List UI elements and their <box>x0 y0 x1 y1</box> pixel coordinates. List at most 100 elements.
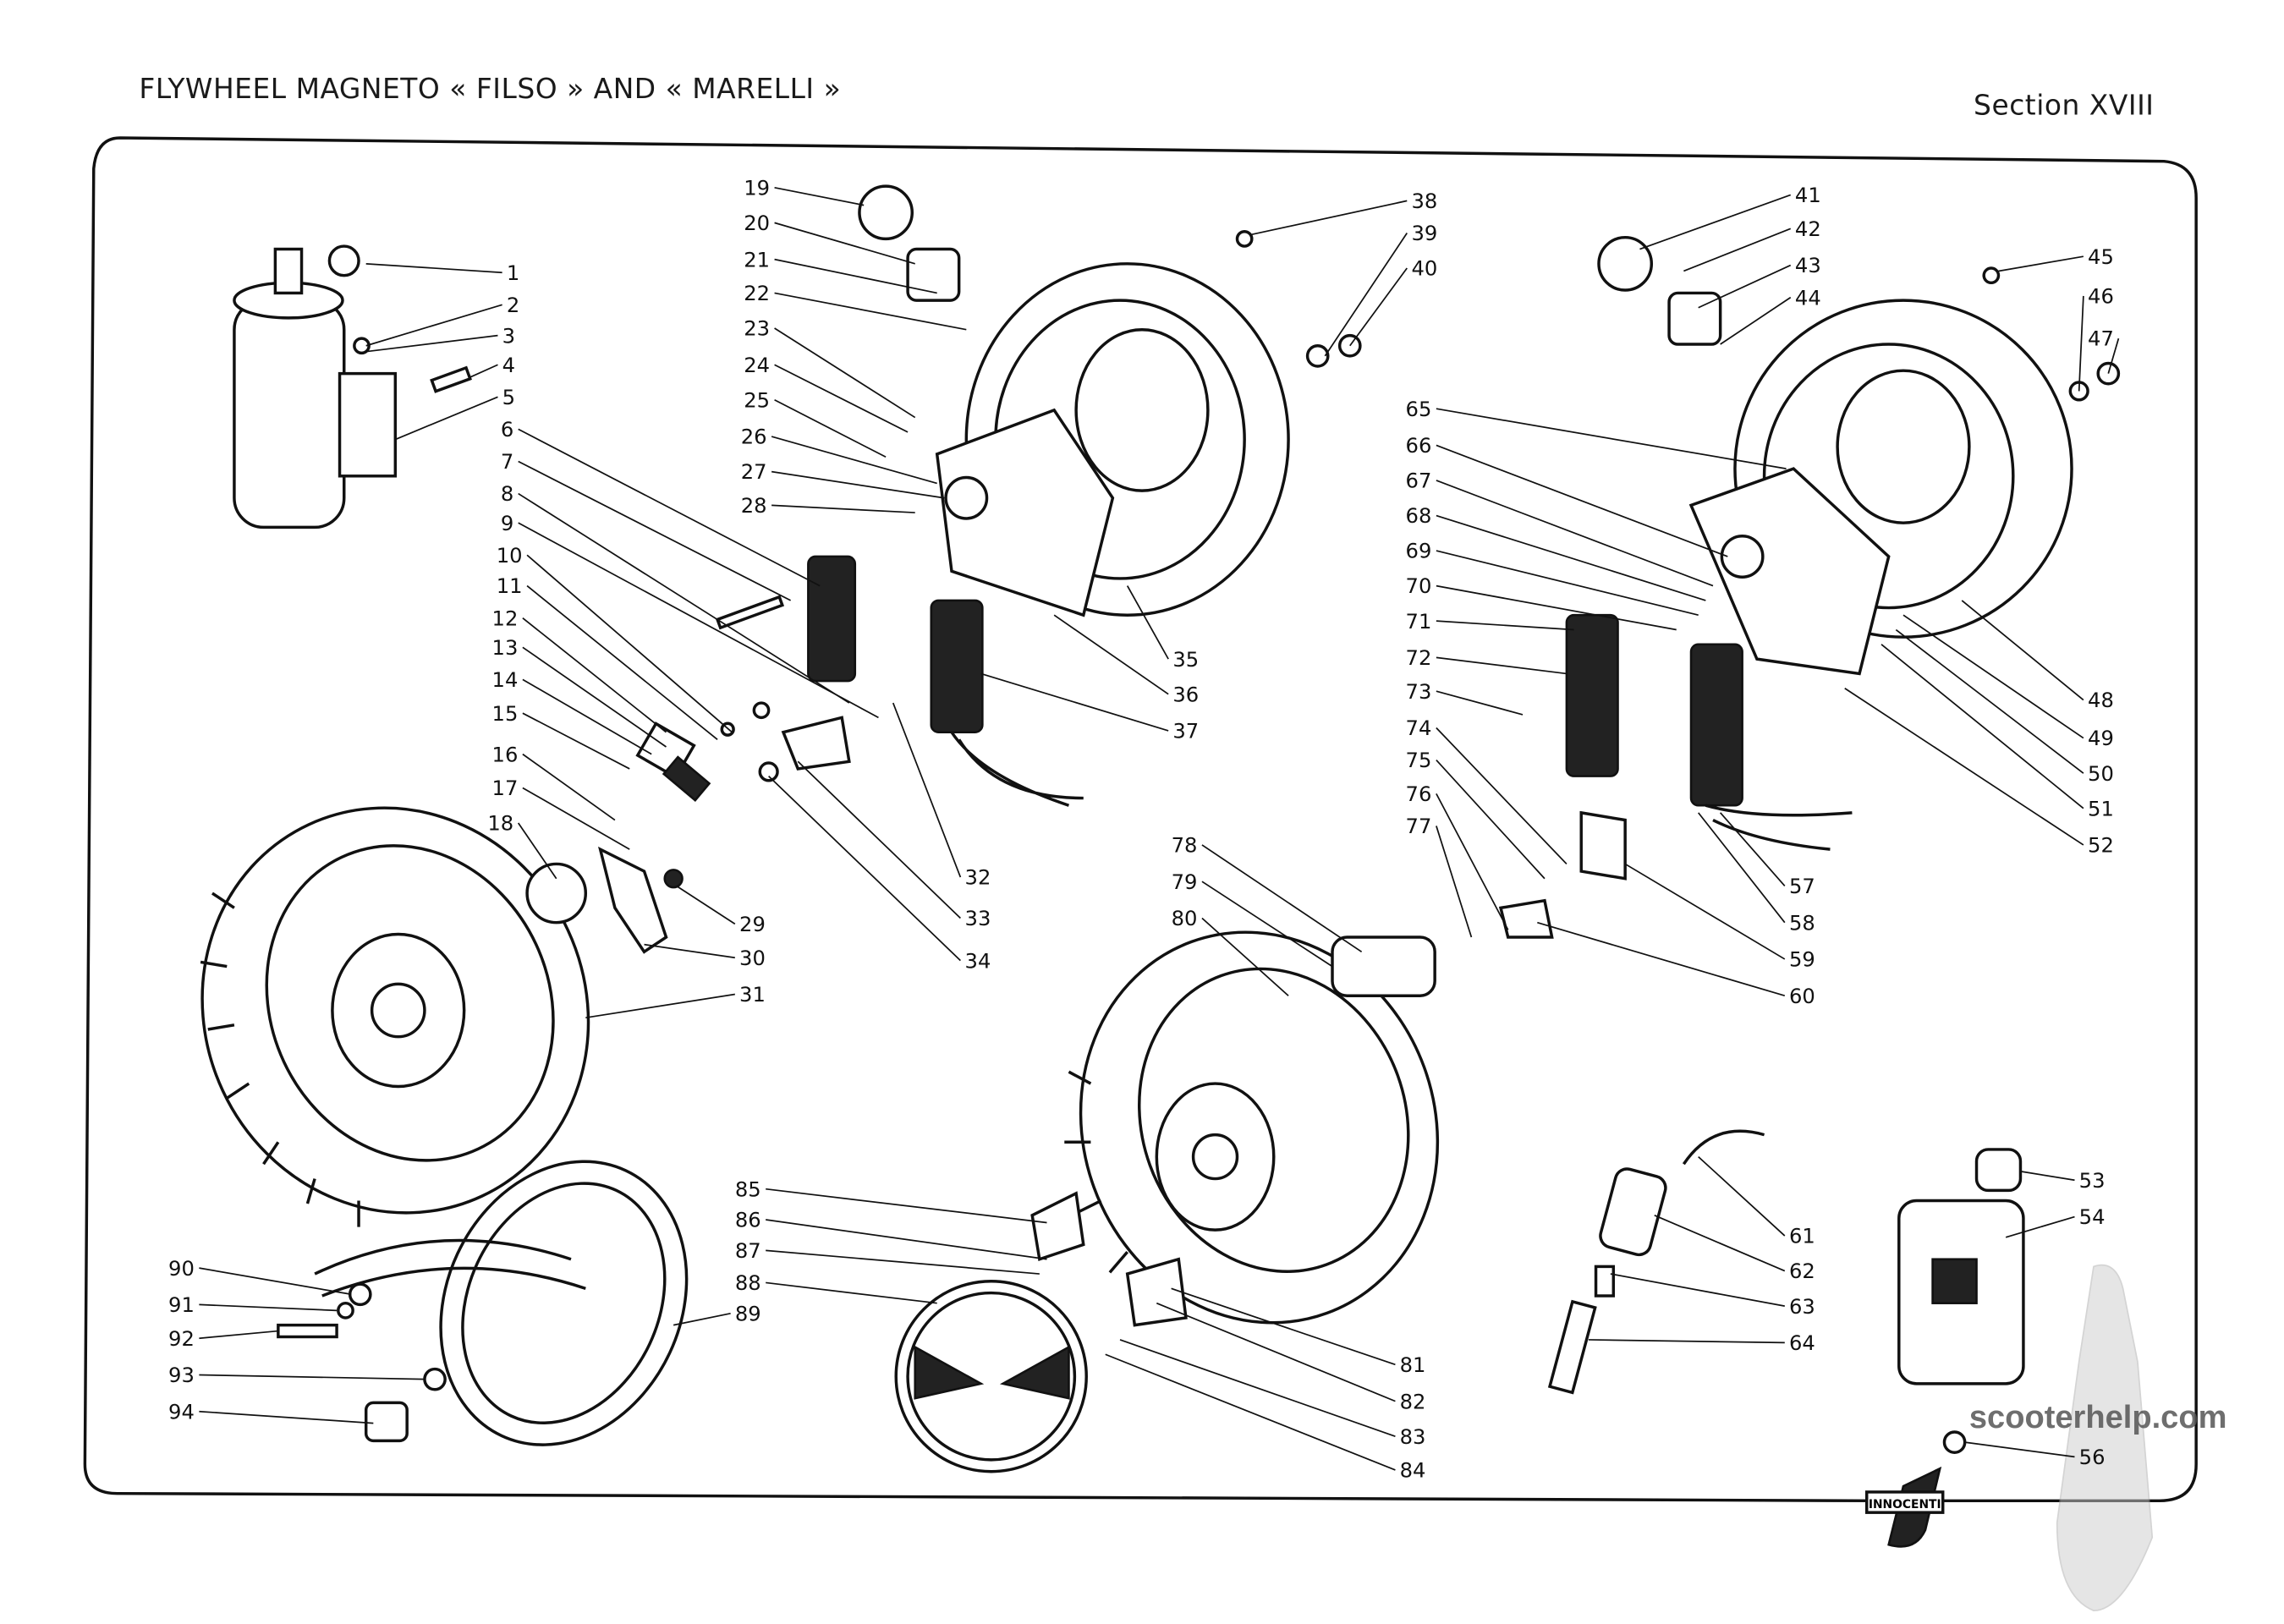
part-label-53: 53 <box>2079 1169 2106 1193</box>
part-label-6: 6 <box>501 418 513 442</box>
leader-line-63 <box>1610 1273 1785 1307</box>
leader-line-9 <box>518 522 879 719</box>
leader-line-67 <box>1436 480 1714 587</box>
part-label-12: 12 <box>492 606 519 630</box>
part-label-40: 40 <box>1411 257 1437 281</box>
leader-line-44 <box>1720 296 1792 345</box>
part-label-16: 16 <box>492 743 519 766</box>
leader-line-75 <box>1436 759 1546 880</box>
leader-line-57 <box>1720 812 1786 886</box>
part-label-77: 77 <box>1406 815 1432 838</box>
part-label-52: 52 <box>2088 834 2114 858</box>
leader-line-28 <box>771 504 915 513</box>
leader-line-62 <box>1654 1215 1786 1272</box>
part-label-46: 46 <box>2088 285 2114 309</box>
part-label-42: 42 <box>1795 217 1821 241</box>
part-label-81: 81 <box>1400 1353 1426 1377</box>
part-label-33: 33 <box>965 907 991 930</box>
leader-line-79 <box>1201 881 1333 968</box>
part-label-71: 71 <box>1406 610 1432 634</box>
part-label-65: 65 <box>1406 398 1432 421</box>
part-label-11: 11 <box>497 574 523 598</box>
flywheel-marelli <box>1030 930 1440 1327</box>
leader-line-49 <box>1902 614 2084 739</box>
leader-line-12 <box>522 617 667 733</box>
part-label-44: 44 <box>1795 286 1821 310</box>
part-label-79: 79 <box>1172 870 1198 894</box>
part-label-13: 13 <box>492 636 519 660</box>
leader-line-21 <box>774 258 937 294</box>
leader-line-13 <box>522 646 667 748</box>
contact-breaker-filso <box>635 701 851 802</box>
leader-line-65 <box>1436 408 1787 469</box>
part-label-5: 5 <box>502 386 515 409</box>
part-label-30: 30 <box>739 946 766 970</box>
leader-line-48 <box>1961 600 2084 701</box>
leader-line-42 <box>1683 228 1792 272</box>
leader-line-60 <box>1537 921 1786 997</box>
leader-line-30 <box>644 943 735 959</box>
leader-line-58 <box>1698 812 1786 924</box>
part-label-78: 78 <box>1172 834 1198 858</box>
diagram-frame <box>83 136 2198 1503</box>
cover-disc <box>894 1279 1088 1473</box>
leader-line-56 <box>1964 1441 2075 1458</box>
leader-line-83 <box>1119 1339 1396 1437</box>
part-label-29: 29 <box>739 913 766 936</box>
part-label-69: 69 <box>1406 540 1432 563</box>
leader-line-81 <box>1171 1287 1396 1366</box>
part-label-14: 14 <box>492 668 519 692</box>
leader-line-3 <box>365 334 498 353</box>
leader-line-52 <box>1844 688 2084 846</box>
part-label-51: 51 <box>2088 797 2114 820</box>
innocenti-logo: INNOCENTI <box>1865 1466 1945 1548</box>
leader-line-41 <box>1639 194 1792 250</box>
leader-line-76 <box>1436 793 1509 930</box>
part-label-3: 3 <box>502 324 515 348</box>
leader-line-15 <box>522 712 630 770</box>
part-label-74: 74 <box>1406 716 1432 740</box>
leader-line-54 <box>2005 1215 2075 1238</box>
leader-line-92 <box>199 1330 278 1340</box>
leader-line-73 <box>1436 690 1524 716</box>
stator-housing-filso <box>858 184 1362 617</box>
part-label-68: 68 <box>1406 504 1432 528</box>
coils-marelli <box>1498 613 1853 939</box>
part-label-18: 18 <box>487 812 513 836</box>
part-label-27: 27 <box>741 460 767 484</box>
leader-line-10 <box>526 554 733 733</box>
part-label-20: 20 <box>744 211 770 235</box>
part-label-41: 41 <box>1795 184 1821 207</box>
part-label-57: 57 <box>1789 875 1815 898</box>
leader-line-69 <box>1436 550 1699 617</box>
part-label-34: 34 <box>965 949 991 973</box>
part-label-58: 58 <box>1789 911 1815 935</box>
part-label-43: 43 <box>1795 254 1821 277</box>
watermark-text: scooterhelp.com <box>1969 1400 2227 1435</box>
leader-line-4 <box>468 364 498 379</box>
part-label-89: 89 <box>735 1302 761 1325</box>
part-label-56: 56 <box>2079 1446 2106 1469</box>
stator-housing-marelli <box>1597 235 2121 676</box>
leader-line-37 <box>980 672 1169 732</box>
part-label-7: 7 <box>501 450 513 474</box>
part-label-60: 60 <box>1789 985 1815 1008</box>
part-number-labels: 1234567891011121314151617181920212223242… <box>168 176 2114 1482</box>
part-label-66: 66 <box>1406 434 1432 458</box>
part-label-54: 54 <box>2079 1205 2106 1229</box>
leader-lines <box>199 186 2120 1471</box>
leader-line-19 <box>774 186 865 206</box>
leader-line-43 <box>1698 264 1792 309</box>
part-label-8: 8 <box>501 482 513 506</box>
leader-line-32 <box>892 702 962 878</box>
part-label-94: 94 <box>168 1400 195 1424</box>
part-label-85: 85 <box>735 1177 761 1201</box>
leader-line-72 <box>1436 656 1568 675</box>
leader-line-2 <box>365 304 502 347</box>
part-label-67: 67 <box>1406 469 1432 493</box>
leader-line-89 <box>673 1312 731 1326</box>
part-label-39: 39 <box>1411 222 1437 245</box>
part-label-84: 84 <box>1400 1459 1426 1483</box>
leader-line-82 <box>1156 1302 1396 1402</box>
part-label-61: 61 <box>1789 1225 1815 1248</box>
